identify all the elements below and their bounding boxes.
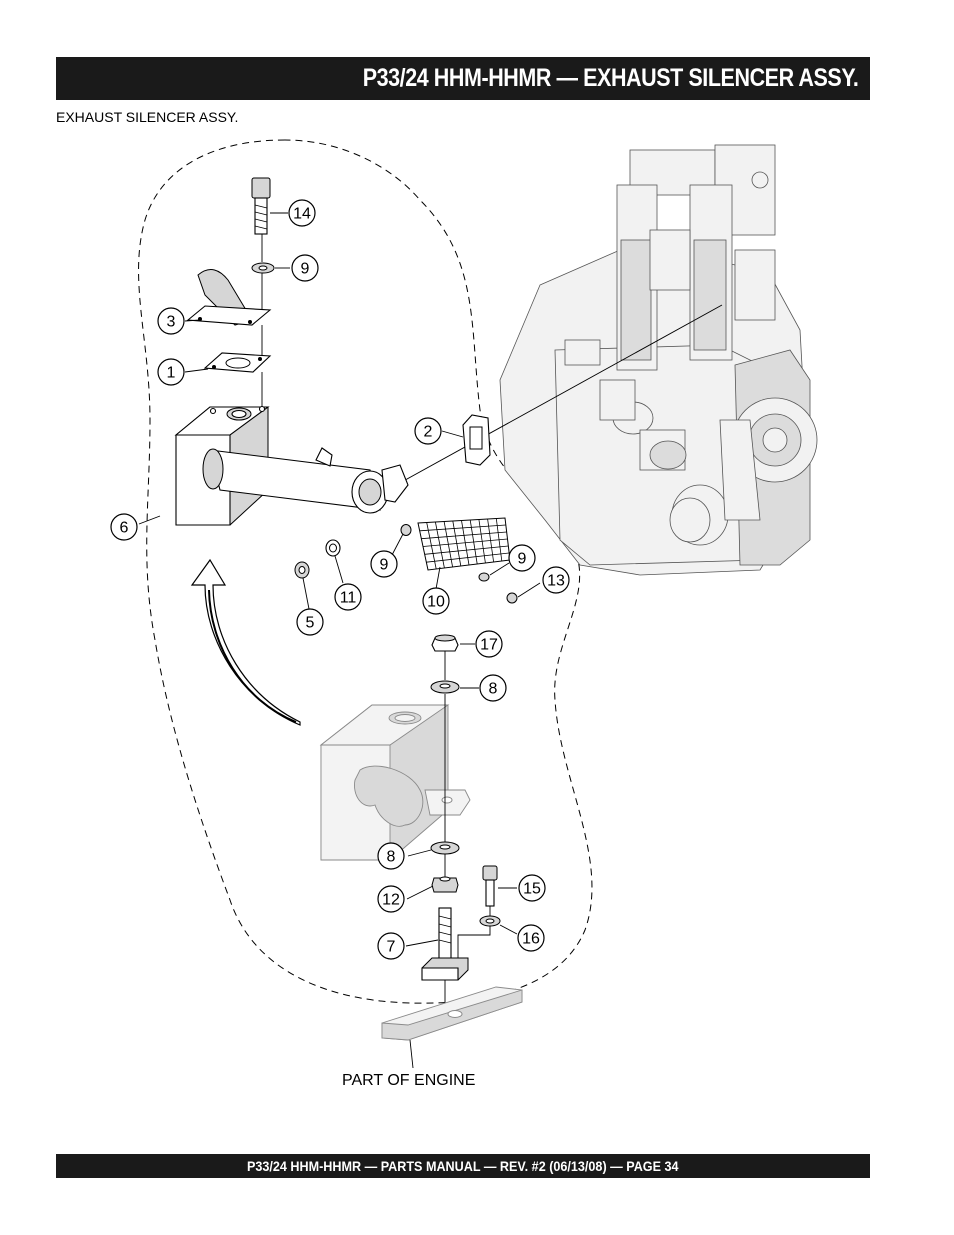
callout-12: 12: [377, 885, 405, 913]
callout-number: 7: [387, 939, 396, 956]
callout-circle: [157, 307, 185, 335]
callout-circle: [475, 630, 503, 658]
callout-number: 8: [387, 849, 396, 866]
stud-7: [421, 907, 469, 981]
callout-13: 13: [542, 566, 570, 594]
page-footer: P33/24 HHM-HHMR — PARTS MANUAL — REV. #2…: [56, 1154, 870, 1178]
callout-17: 17: [475, 630, 503, 658]
callout-number: 1: [167, 365, 176, 382]
callout-circle: [517, 924, 545, 952]
callout-15: 15: [518, 874, 546, 902]
callout-number: 13: [547, 573, 565, 590]
callout-8: 8: [479, 674, 507, 702]
screw-15: [482, 865, 498, 916]
callout-6: 6: [110, 513, 138, 541]
callout-circle: [370, 550, 398, 578]
callout-number: 5: [306, 615, 315, 632]
callout-9: 9: [508, 544, 536, 572]
bolt-14: [251, 177, 271, 235]
washer-8-upper: [430, 680, 460, 694]
callout-number: 8: [489, 681, 498, 698]
callout-5: 5: [296, 608, 324, 636]
engine-illustration: [499, 144, 818, 576]
silencer-assembly: [174, 405, 409, 526]
callout-circle: [508, 544, 536, 572]
callout-circle: [414, 417, 442, 445]
callout-10: 10: [422, 587, 450, 615]
callout-number: 14: [293, 206, 311, 223]
callout-number: 11: [340, 590, 357, 607]
callout-circle: [334, 583, 362, 611]
washer-9-right: [478, 572, 490, 582]
callout-14: 14: [288, 199, 316, 227]
callout-circle: [377, 842, 405, 870]
engine-base-plate: [381, 986, 523, 1041]
washer-8-lower: [430, 841, 460, 855]
callout-number: 9: [301, 261, 310, 278]
callout-9: 9: [291, 254, 319, 282]
callout-circle: [291, 254, 319, 282]
gasket-flange: [203, 352, 272, 373]
callout-8: 8: [377, 842, 405, 870]
callout-number: 9: [518, 551, 527, 568]
nut-12: [431, 876, 459, 893]
callout-3: 3: [157, 307, 185, 335]
assembly-arrow: [190, 558, 301, 726]
callout-2: 2: [414, 417, 442, 445]
callout-circle: [377, 932, 405, 960]
callout-9: 9: [370, 550, 398, 578]
callout-number: 9: [380, 557, 389, 574]
page-title-bar: P33/24 HHM-HHMR — EXHAUST SILENCER ASSY.: [56, 57, 870, 100]
part-of-engine-caption: PART OF ENGINE: [342, 1072, 475, 1089]
callout-number: 16: [522, 931, 540, 948]
callout-number: 17: [480, 637, 498, 654]
callout-circle: [518, 874, 546, 902]
nut-17: [431, 634, 459, 652]
callout-number: 6: [120, 520, 129, 537]
silencer-ghost: [319, 704, 471, 861]
hardware-5-11-9: [294, 524, 412, 579]
spark-arrestor-screen: [417, 517, 511, 571]
screw-13: [506, 592, 518, 604]
callout-7: 7: [377, 932, 405, 960]
callout-circle: [542, 566, 570, 594]
gasket-outlet: [462, 414, 491, 466]
callout-circle: [422, 587, 450, 615]
callout-16: 16: [517, 924, 545, 952]
page-title: P33/24 HHM-HHMR — EXHAUST SILENCER ASSY.: [362, 64, 858, 92]
callout-circle: [157, 358, 185, 386]
callout-circle: [296, 608, 324, 636]
callout-circle: [377, 885, 405, 913]
callout-number: 15: [523, 881, 541, 898]
elbow-flange: [186, 269, 272, 326]
callout-number: 10: [427, 594, 445, 611]
callout-circle: [288, 199, 316, 227]
callout-11: 11: [334, 583, 362, 611]
callout-1: 1: [157, 358, 185, 386]
callout-number: 12: [382, 892, 400, 909]
callout-number: 3: [167, 314, 176, 331]
callout-circle: [479, 674, 507, 702]
callout-number: 2: [424, 424, 433, 441]
section-subtitle: EXHAUST SILENCER ASSY.: [56, 109, 239, 125]
washer-16: [479, 915, 501, 927]
footer-text: P33/24 HHM-HHMR — PARTS MANUAL — REV. #2…: [247, 1158, 679, 1174]
callout-circle: [110, 513, 138, 541]
